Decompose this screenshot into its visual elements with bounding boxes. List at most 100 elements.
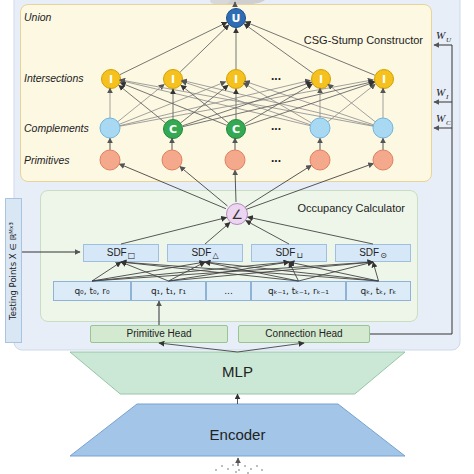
weight-subscript: U <box>446 37 451 44</box>
connector-arrow <box>237 394 238 404</box>
link <box>119 82 225 125</box>
link <box>120 80 373 126</box>
point <box>227 468 229 470</box>
node-symbol: I <box>171 74 175 85</box>
parameter-text: q₁, t₁, r₁ <box>151 287 186 296</box>
function-name: SDF <box>107 248 127 258</box>
circle-outline <box>227 9 246 28</box>
weight-subscript: I <box>446 94 448 101</box>
function-name: SDF <box>191 248 211 258</box>
sdf-box: SDF△ <box>167 244 243 262</box>
connector-arrow <box>169 262 290 281</box>
connector-arrow <box>205 223 230 244</box>
node-symbol: C <box>169 124 177 135</box>
point <box>256 465 258 467</box>
node-symbol: I <box>234 74 238 85</box>
weight-subscript: C <box>446 120 451 127</box>
layer-label: Primitives <box>24 155 70 166</box>
link <box>245 81 374 125</box>
primitive-node <box>100 150 120 170</box>
connector-arrow <box>245 82 374 126</box>
circle-outline <box>164 120 183 139</box>
connector-arrow <box>205 262 299 281</box>
head-label: Primitive Head <box>126 329 191 339</box>
primitive-node <box>162 150 182 170</box>
primitive-links <box>110 138 383 209</box>
connector-arrow <box>245 84 313 124</box>
connector-arrow <box>246 221 289 244</box>
intersection-node: I <box>311 69 331 89</box>
point <box>238 469 240 471</box>
complement-links <box>110 80 383 126</box>
output-arrow <box>235 2 236 7</box>
link <box>120 80 311 125</box>
constructor-panel: CSG-Stump ConstructorUIIIIICC <box>20 4 432 182</box>
link <box>328 84 375 122</box>
connector-arrow <box>289 262 299 281</box>
connector-arrow <box>92 262 121 281</box>
connector-arrow <box>182 82 311 126</box>
parameter-text: qₖ, tₖ, rₖ <box>361 287 397 296</box>
link <box>383 88 384 118</box>
link <box>182 81 311 125</box>
layer-label: Union <box>24 12 51 23</box>
complement-node <box>373 118 393 138</box>
function-name: SDF <box>275 248 295 258</box>
outer-panel <box>14 0 460 350</box>
circle-outline <box>375 70 394 89</box>
parameter-cell: q₁, t₁, r₁ <box>131 281 206 301</box>
layer-label: Complements <box>24 123 89 134</box>
parameter-text: q₀, t₀, r₀ <box>74 287 109 296</box>
function-subscript: ⊔ <box>296 252 302 260</box>
calculator-panel: Occupancy Calculator∠SDF□SDF△SDF⊔SDF⊙q₀,… <box>40 190 418 322</box>
connector-arrow <box>92 262 289 281</box>
connector-arrow <box>169 262 206 281</box>
connector-arrow <box>121 262 299 281</box>
weight-arrow <box>434 45 452 46</box>
panel-title: CSG-Stump Constructor <box>304 35 423 46</box>
circle-outline <box>312 70 331 89</box>
node-symbol: U <box>232 13 241 24</box>
flow-arrows <box>22 2 452 466</box>
sdf-box: SDF⊙ <box>335 244 411 262</box>
complement-node: C <box>226 119 246 139</box>
node-symbol: C <box>232 124 240 135</box>
circle-outline <box>102 70 121 89</box>
connector-arrow <box>120 22 227 74</box>
link <box>235 170 236 202</box>
primitive-nodes <box>100 150 393 170</box>
connector-arrow <box>289 262 379 281</box>
link <box>120 80 311 125</box>
link <box>320 138 321 150</box>
link <box>383 138 384 150</box>
trapezoid-outline <box>70 352 405 394</box>
link <box>118 84 164 121</box>
connector-arrow <box>236 28 237 69</box>
function-subscript: △ <box>212 252 218 260</box>
intersection-node: I <box>101 69 121 89</box>
link <box>320 88 321 118</box>
parameter-text: qₖ₋₁, tₖ₋₁, rₖ₋₁ <box>268 287 329 296</box>
module-label: MLP <box>222 364 253 379</box>
intersection-node: I <box>163 69 183 89</box>
point <box>215 469 217 471</box>
connector-arrow <box>373 262 379 281</box>
input-box: Testing Points X ∈ ℝᴹˣ³ <box>5 198 22 343</box>
circle-outline <box>227 120 246 139</box>
link <box>120 80 373 126</box>
connector-arrow <box>180 25 229 72</box>
parameter-cell: q₀, t₀, r₀ <box>53 281 131 301</box>
connector-arrow <box>205 262 379 281</box>
connector-arrow <box>159 343 238 352</box>
weight-symbol: W <box>436 30 445 41</box>
panel-title: Occupancy Calculator <box>297 203 405 214</box>
parameter-cell: ... <box>206 281 251 301</box>
connector-arrow <box>92 262 373 281</box>
connector-arrow <box>236 89 237 119</box>
link <box>172 138 173 150</box>
link <box>110 88 111 118</box>
union-node: U <box>226 8 246 28</box>
